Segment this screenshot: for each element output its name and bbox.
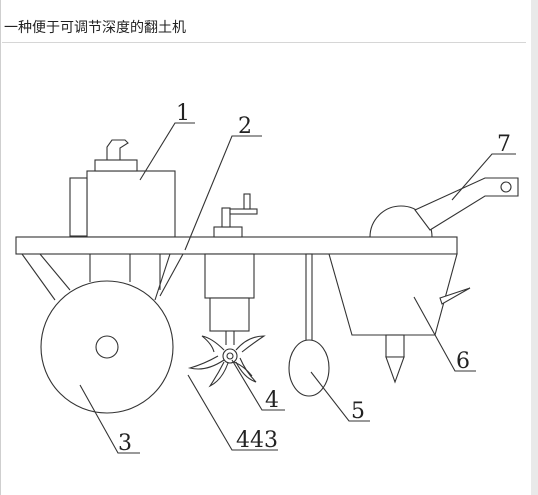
seed-hopper	[328, 253, 471, 384]
disc-coulter	[288, 253, 330, 397]
tiller-blades	[187, 335, 266, 388]
part-labels: 1 2 3 4 443 5 6 7	[118, 101, 511, 456]
window-edge	[531, 0, 538, 495]
title-divider	[2, 42, 526, 43]
depth-adjuster	[213, 193, 258, 238]
label-3: 3	[118, 431, 132, 456]
label-6: 6	[456, 349, 470, 374]
label-443: 443	[236, 428, 278, 453]
label-5: 5	[351, 399, 365, 424]
gearbox	[204, 253, 255, 345]
page-title: 一种便于可调节深度的翻土机	[4, 20, 186, 36]
motor-housing	[69, 139, 176, 238]
label-4: 4	[265, 388, 279, 413]
wheel	[40, 280, 174, 414]
label-7: 7	[497, 132, 511, 157]
handle-assembly	[369, 177, 519, 238]
label-2: 2	[238, 114, 252, 139]
label-1: 1	[176, 101, 190, 126]
leader-lines	[79, 122, 516, 454]
